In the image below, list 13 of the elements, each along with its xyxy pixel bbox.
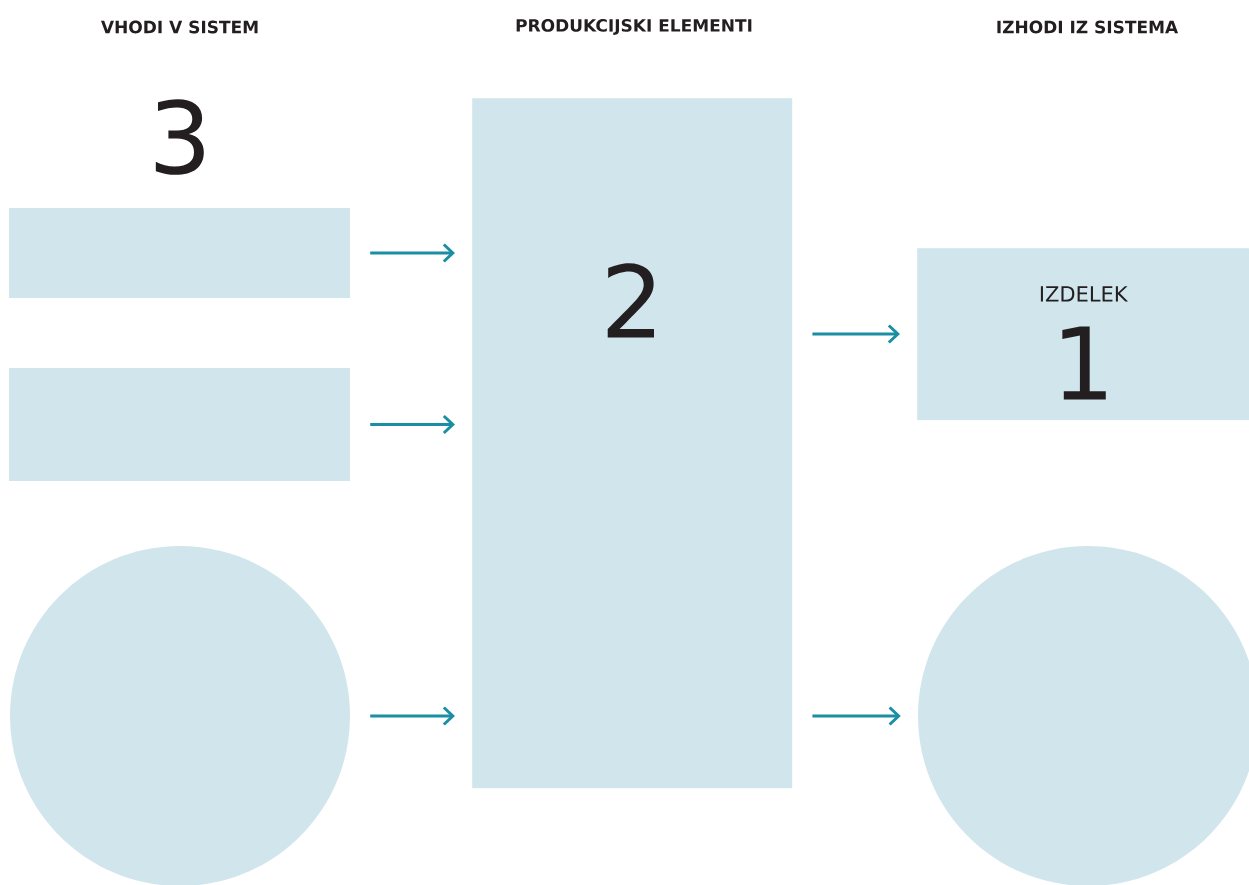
- step-number: 3: [155, 99, 204, 175]
- arrow: [812, 324, 900, 344]
- process-box: 2: [472, 98, 793, 789]
- arrow: [370, 706, 455, 726]
- process-box: IZDELEK 1: [917, 248, 1249, 421]
- empty-box: [9, 208, 350, 298]
- column-heading: PRODUKCIJSKI ELEMENTI: [516, 19, 752, 35]
- column-heading: IZHODI IZ SISTEMA: [997, 20, 1179, 34]
- arrow: [812, 706, 901, 726]
- column-heading: VHODI V SISTEM: [101, 20, 258, 34]
- arrow: [370, 414, 455, 435]
- arrow: [370, 243, 455, 263]
- empty-box: [9, 368, 350, 481]
